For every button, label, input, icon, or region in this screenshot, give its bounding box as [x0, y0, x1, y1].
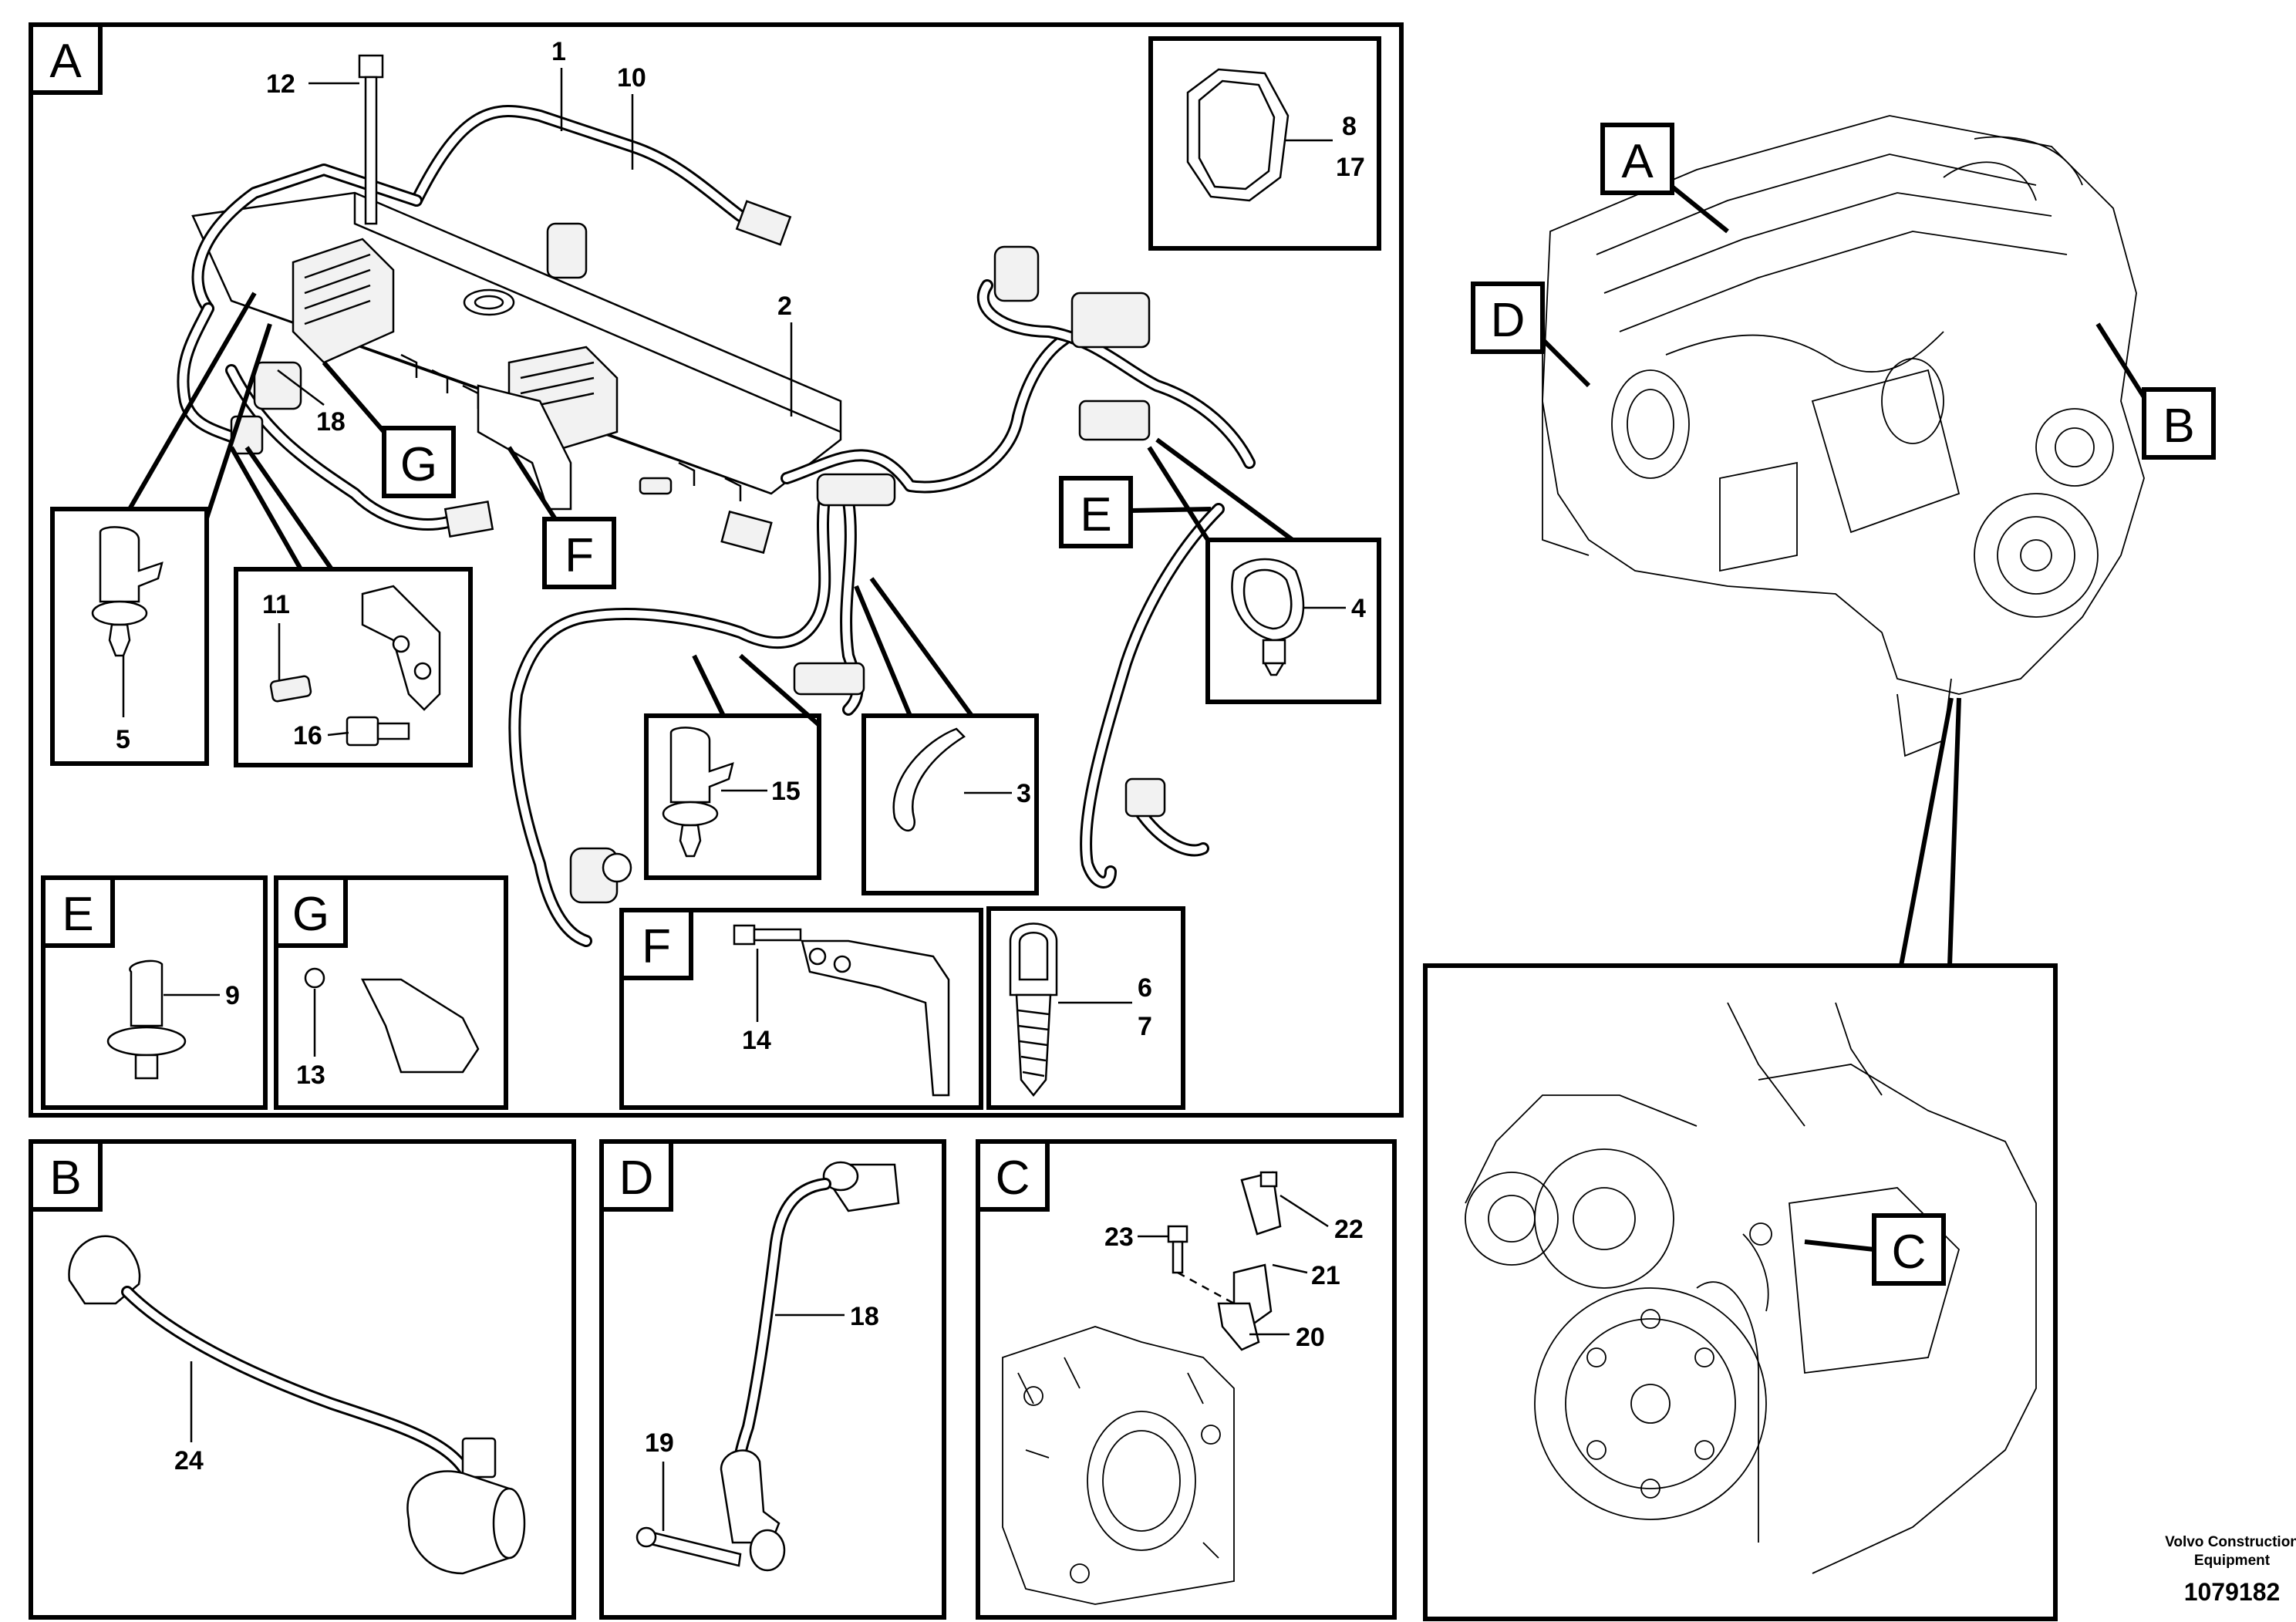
panel-fastener-6-7: 6 7 [986, 906, 1185, 1110]
callout-13: 13 [296, 1061, 325, 1090]
detail-clip-4: 4 [1147, 437, 1381, 704]
callout-18-d: 18 [850, 1302, 879, 1331]
footer-brand: Volvo Construction Equipment 1079182 [2165, 1534, 2296, 1606]
tag-a-overview: A [1621, 135, 1654, 188]
bolt-12 [358, 54, 384, 225]
detail-clip-5: 5 [50, 292, 272, 766]
callout-3: 3 [1017, 779, 1031, 808]
panel-c: C 23 22 21 20 [976, 1139, 1397, 1620]
callout-19: 19 [645, 1428, 674, 1458]
tag-g-main: G [400, 438, 437, 491]
callout-20: 20 [1296, 1323, 1325, 1352]
callout-5: 5 [116, 725, 130, 754]
detail-cable-tie-3: 3 [854, 577, 1039, 895]
callout-8: 8 [1342, 112, 1357, 141]
callout-7: 7 [1138, 1012, 1152, 1041]
panel-a: A [29, 22, 1404, 1118]
callout-10: 10 [617, 63, 646, 93]
panel-b: B 24 [29, 1139, 576, 1620]
engine-overview: A D B [1471, 115, 2216, 757]
panel-f-label: F [642, 920, 671, 973]
brand-line-1: Volvo Construction [2165, 1534, 2296, 1550]
drawing-number: 1079182 [2184, 1578, 2281, 1606]
ecu-connector-1 [292, 238, 395, 364]
panel-e: E 9 [41, 875, 268, 1110]
callout-18: 18 [316, 407, 346, 437]
panel-c-label: C [996, 1152, 1030, 1205]
harness-connectors [230, 200, 1166, 904]
callout-17: 17 [1336, 153, 1365, 182]
tag-b-overview: B [2163, 400, 2194, 453]
callout-24: 24 [174, 1446, 204, 1475]
tag-f-main: F [565, 529, 594, 582]
callout-14: 14 [742, 1026, 771, 1055]
callout-15: 15 [771, 777, 801, 806]
callout-6: 6 [1138, 973, 1152, 1003]
panel-e-label: E [62, 888, 93, 941]
callout-16: 16 [293, 721, 322, 750]
panel-b-label: B [49, 1152, 81, 1205]
detail-clip-15: 15 [644, 653, 821, 880]
tag-e-main: E [1080, 488, 1111, 541]
callout-23: 23 [1104, 1222, 1134, 1252]
panel-d: D 18 19 [599, 1139, 946, 1620]
brand-line-2: Equipment [2194, 1553, 2271, 1569]
callout-21: 21 [1311, 1261, 1340, 1290]
tag-d-overview: D [1491, 294, 1526, 347]
callout-22: 22 [1334, 1215, 1364, 1244]
callout-11: 11 [262, 590, 290, 619]
callout-4: 4 [1351, 594, 1366, 623]
callout-1: 1 [551, 37, 566, 66]
bracket-f-main [477, 384, 572, 511]
detail-sensor-11-16: 11 16 [229, 446, 473, 767]
wiring-harness [177, 104, 1256, 947]
panel-g-label: G [292, 888, 329, 941]
detail-view-c: C [1423, 697, 2058, 1621]
panel-g: G 13 [274, 875, 508, 1110]
detail-grommet-8-17: 8 17 [1148, 36, 1381, 251]
panel-a-label: A [49, 35, 82, 88]
callout-9: 9 [225, 981, 240, 1010]
panel-d-label: D [619, 1152, 654, 1205]
tag-c-detail: C [1892, 1226, 1927, 1279]
callout-12: 12 [266, 69, 295, 99]
panel-f: F 14 [619, 908, 983, 1110]
callout-2: 2 [777, 292, 792, 321]
